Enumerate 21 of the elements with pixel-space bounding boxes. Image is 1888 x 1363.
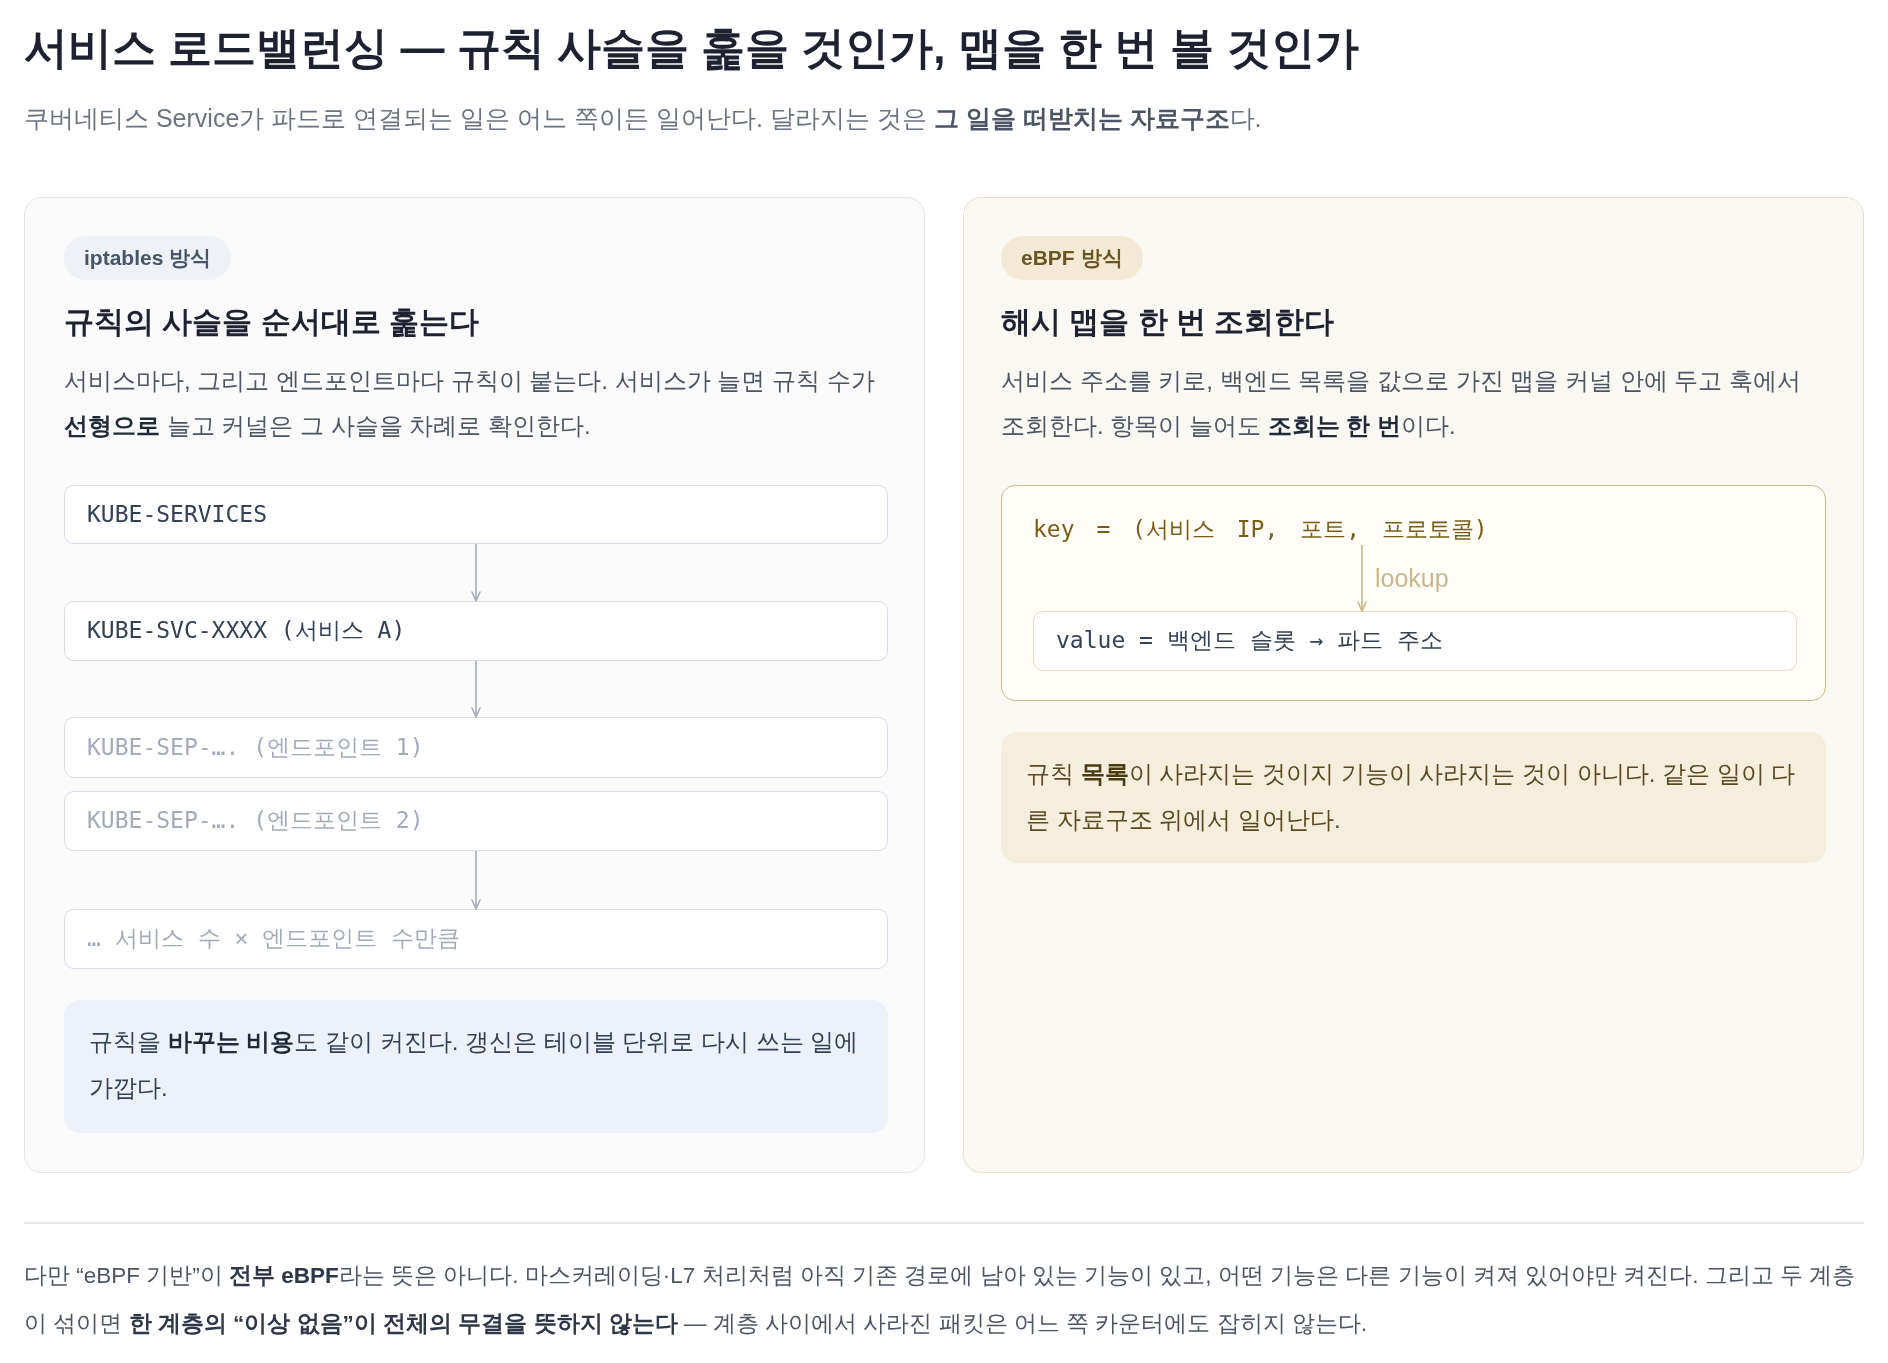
arrow [471, 543, 481, 602]
rule-count-box: … 서비스 수 × 엔드포인트 수만큼 [64, 909, 888, 969]
method-tag: iptables 방식 [64, 236, 232, 280]
note-box: 규칙 목록이 사라지는 것이지 기능이 사라지는 것이 아니다. 같은 일이 다른 자료구조 위에서 일어난다. [1001, 732, 1826, 863]
arrow [471, 660, 481, 718]
panel-card [24, 197, 925, 1173]
arrow [1357, 544, 1367, 612]
note-box: 규칙을 바꾸는 비용도 같이 커진다. 갱신은 테이블 단위로 다시 쓰는 일에 가깝다. [64, 1000, 888, 1133]
method-tag: eBPF 방식 [1001, 236, 1143, 280]
panel-card [963, 197, 1864, 1173]
page-subtitle: 쿠버네티스 Service가 파드로 연결되는 일은 어느 쪽이든 일어난다. 달라지는 것은 그 일을 떠받치는 자료구조다. [24, 103, 1263, 134]
map-value-box: value = 백엔드 슬롯 → 파드 주소 [1033, 611, 1797, 671]
page-title: 서비스 로드밸런싱 — 규칙 사슬을 훑을 것인가, 맵을 한 번 볼 것인가 [24, 22, 1359, 74]
arrow [471, 850, 481, 910]
panel-description: 서비스마다, 그리고 엔드포인트마다 규칙이 붙는다. 서비스가 늘면 규칙 수가 선형으로 늘고 커널은 그 사슬을 차례로 확인한다. [64, 366, 876, 441]
map-box [1001, 485, 1826, 701]
panel-heading: 해시 맵을 한 번 조회한다 [1001, 304, 1335, 340]
panel-heading: 규칙의 사슬을 순서대로 훑는다 [64, 304, 479, 340]
footnote-text: 다만 “eBPF 기반”이 전부 eBPF라는 뜻은 아니다. 마스커레이딩·L7 처리처럼 아직 기존 경로에 남아 있는 기능이 있고, 어떤 기능은 다른 기능이 켜져 있어야만 켜진다. 그리고 두 계층이 섞이면 한 계층의 “이상 없음”이 전체의 무결을 뜻하지 않는다 — 계층 사이에서 사라진 패킷은 어느 쪽 카운터에도 잡히지 않는다. [24, 1262, 1857, 1338]
map-key-text: key = (서비스 IP, 포트, 프로토콜) [1033, 513, 1488, 545]
panel-description: 서비스 주소를 키로, 백엔드 목록을 값으로 가진 맵을 커널 안에 두고 훅에서 조회한다. 항목이 늘어도 조회는 한 번이다. [1001, 366, 1802, 441]
